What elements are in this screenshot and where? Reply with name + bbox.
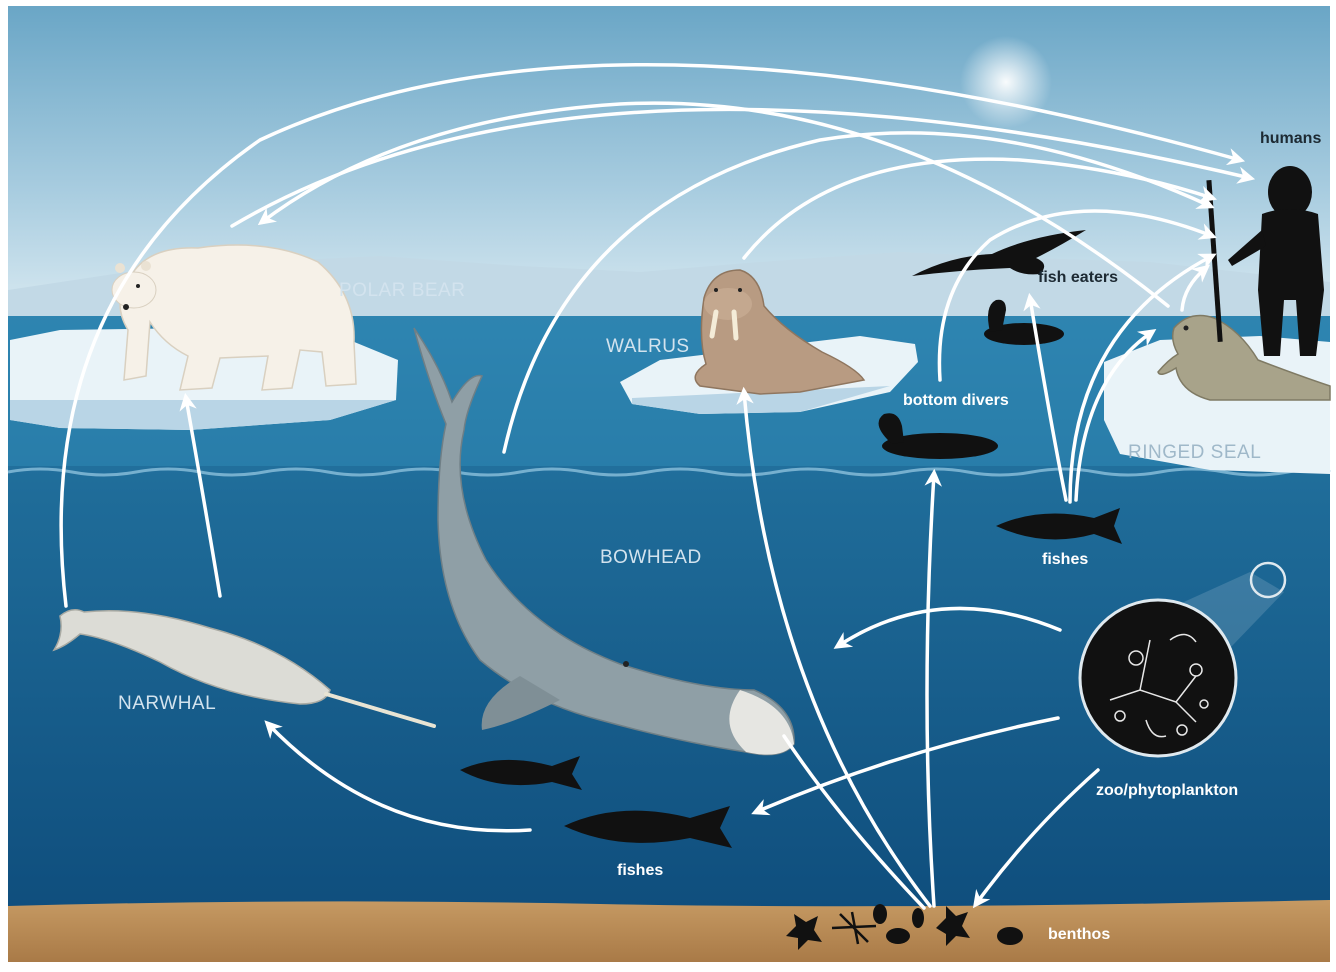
label-fishes-upper: fishes [1042,551,1088,569]
label-fish-eaters: fish eaters [1038,269,1118,287]
label-bowhead: BOWHEAD [600,547,702,569]
label-polar-bear: POLAR BEAR [339,280,465,302]
label-bottom-divers: bottom divers [903,392,1009,410]
sun [960,36,1052,128]
label-fishes-lower: fishes [617,862,663,880]
label-walrus: WALRUS [606,336,690,358]
label-narwhal: NARWHAL [118,693,216,715]
seafloor [8,900,1330,962]
label-zoo-phytoplankton: zoo/phytoplankton [1096,782,1238,800]
label-humans: humans [1260,130,1321,148]
label-benthos: benthos [1048,926,1110,944]
label-ringed-seal: RINGED SEAL [1128,442,1261,464]
